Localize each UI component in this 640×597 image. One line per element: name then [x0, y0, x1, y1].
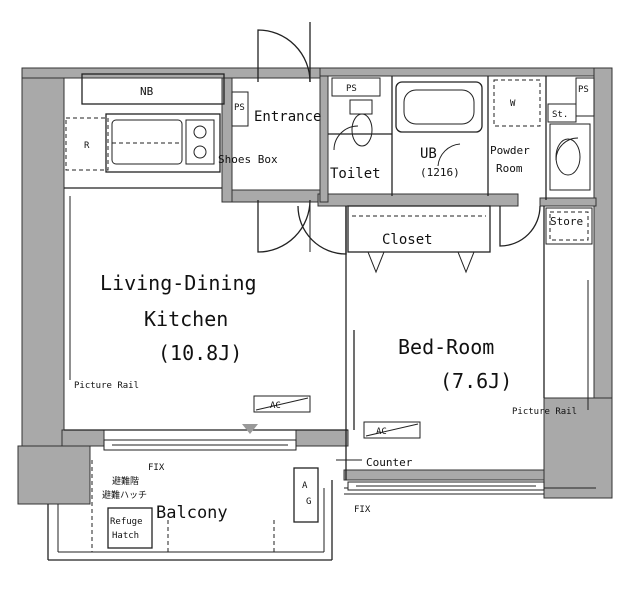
closet-box	[347, 205, 491, 253]
picture-rail-bedroom: Picture Rail	[512, 407, 577, 417]
ac-bedroom	[363, 421, 421, 439]
ag-label-line2: G	[306, 497, 311, 507]
closet	[347, 205, 593, 274]
floor-marker	[242, 424, 258, 434]
toilet-bowl	[351, 113, 373, 147]
ldk-door	[257, 199, 311, 253]
wall-top-right	[319, 67, 613, 77]
column-bottom-right	[543, 397, 613, 499]
evac-label-line1: 避難階	[112, 475, 139, 487]
refuge-hatch-box	[107, 507, 153, 549]
ac-ldk	[253, 395, 311, 413]
bedroom-label: Bed-Room	[398, 335, 494, 359]
counter-label: Counter	[366, 456, 413, 469]
ps-label-1: PS	[346, 84, 357, 94]
doors	[257, 22, 579, 255]
bathtub	[395, 81, 483, 133]
wall-left	[21, 67, 65, 449]
ub-label: UB	[420, 146, 437, 162]
powder-label-line1: Powder	[490, 144, 530, 157]
wall-top-left	[21, 67, 323, 79]
wall-partition-entry	[221, 189, 329, 203]
r-label: R	[84, 141, 90, 151]
stove	[185, 119, 215, 165]
ub-size: (1216)	[420, 166, 460, 179]
column-bottom-left	[17, 445, 91, 505]
st-label: St.	[552, 110, 568, 120]
ldk-size: (10.8J)	[158, 341, 242, 365]
store-label: Store	[550, 215, 583, 228]
fix-label-bedroom: FIX	[354, 505, 371, 515]
ac-label-ldk: AC	[270, 401, 281, 411]
entrance-door	[257, 29, 311, 83]
refrigerator-space	[65, 117, 109, 171]
kitchen-fixtures	[65, 73, 225, 173]
ps-label-3: PS	[578, 85, 589, 95]
ldk-label-line1: Living-Dining	[100, 271, 257, 295]
evac-label-line2: 避難ハッチ	[102, 489, 147, 501]
ps-label-2: PS	[234, 103, 245, 113]
ps-box-1	[331, 77, 381, 97]
ag-unit	[293, 467, 319, 523]
st-box	[547, 103, 577, 123]
wall-sill-mid	[295, 429, 349, 447]
balcony	[47, 439, 596, 561]
wall-store	[539, 197, 597, 207]
powder-door	[499, 205, 541, 247]
bedroom-size: (7.6J)	[440, 369, 512, 393]
wall-entry-left	[221, 77, 233, 203]
wall-bedroom-front	[343, 469, 545, 481]
closet-label: Closet	[382, 232, 433, 248]
ag-label-line1: A	[302, 481, 308, 491]
refuge-label-line1: Refuge	[110, 517, 143, 527]
labels: Living-Dining Kitchen (10.8J) Bed-Room (…	[74, 84, 589, 541]
ac-units	[69, 196, 589, 461]
wall-partition-mid	[319, 75, 329, 203]
ps-box-3	[575, 77, 595, 117]
shoes-box-label: Shoes Box	[218, 153, 278, 166]
refuge-label-line2: Hatch	[112, 531, 139, 541]
kitchen-counter	[105, 113, 221, 173]
balcony-label: Balcony	[156, 503, 228, 523]
bedroom-door	[297, 205, 347, 255]
ldk-label-line2: Kitchen	[144, 307, 228, 331]
powder-label-line2: Room	[496, 162, 523, 175]
ps-box-2	[231, 91, 249, 127]
store-box	[545, 207, 593, 245]
washer-space	[493, 79, 541, 127]
nb-label: NB	[140, 85, 154, 98]
wall-sill-left	[61, 429, 105, 447]
picture-rail-ldk: Picture Rail	[74, 381, 139, 391]
vanity	[549, 123, 591, 191]
w-label: W	[510, 99, 516, 109]
bath-fixtures	[231, 77, 595, 191]
toilet-tank	[349, 99, 373, 115]
structural-walls	[17, 67, 613, 505]
nb-box	[81, 73, 225, 105]
toilet-label: Toilet	[330, 166, 381, 182]
ac-label-bedroom: AC	[376, 427, 387, 437]
fix-label-ldk: FIX	[148, 463, 165, 473]
entrance-label: Entrance	[254, 109, 321, 125]
sink	[111, 119, 183, 165]
